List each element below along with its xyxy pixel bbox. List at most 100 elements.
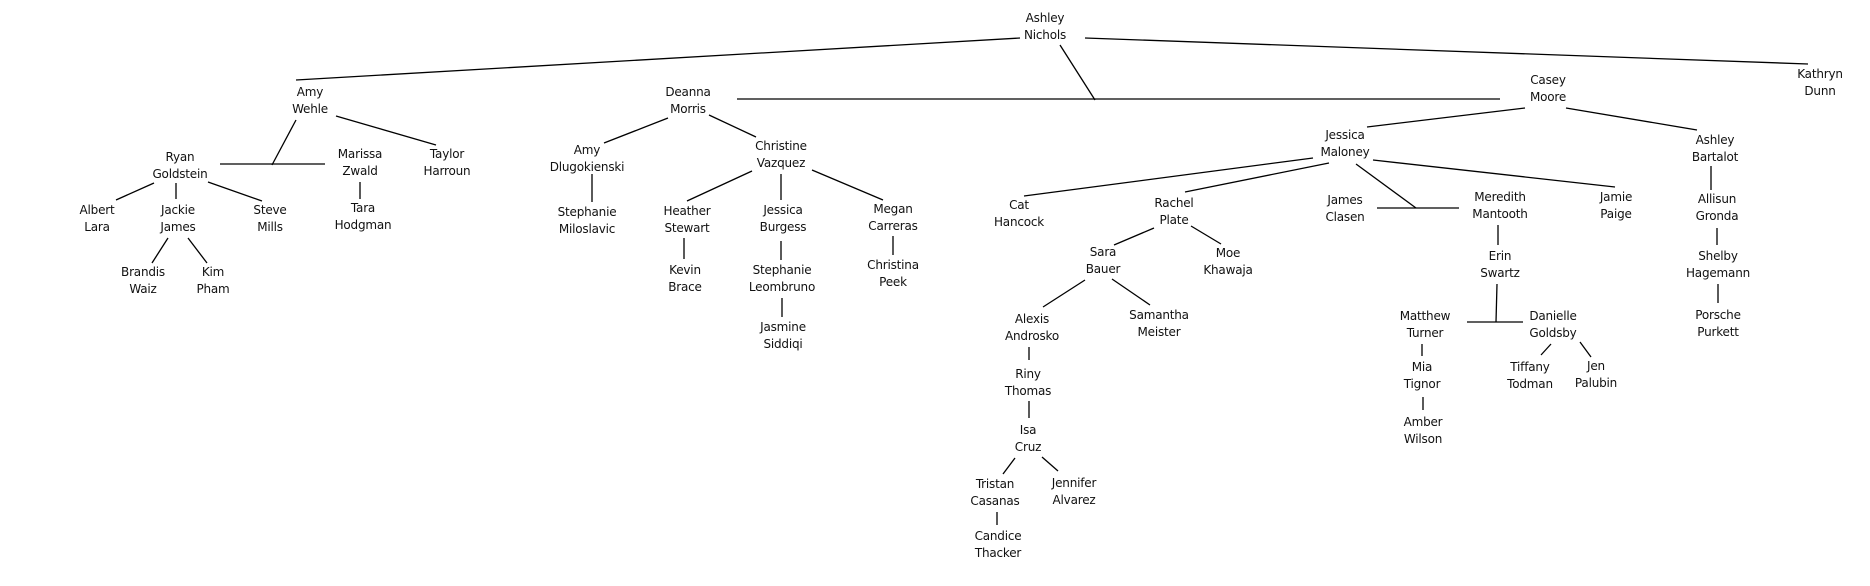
edge-nichols-dunn bbox=[1084, 37, 1809, 65]
last-name: Carreras bbox=[868, 218, 918, 233]
last-name: Goldsby bbox=[1529, 325, 1577, 340]
last-name: Dunn bbox=[1804, 83, 1836, 98]
last-name: Goldstein bbox=[152, 166, 208, 181]
edge-goldstein-lara bbox=[115, 182, 155, 201]
first-name: James bbox=[1327, 193, 1363, 207]
edge-bauer-meister bbox=[1111, 278, 1151, 306]
first-name: Megan bbox=[873, 202, 913, 216]
last-name: Miloslavic bbox=[558, 221, 616, 236]
last-name: Thacker bbox=[974, 545, 1022, 560]
last-name: Dlugokienski bbox=[549, 159, 625, 174]
last-name: Nichols bbox=[1023, 27, 1067, 42]
last-name: Peek bbox=[879, 274, 907, 289]
last-name: Stewart bbox=[664, 220, 710, 235]
last-name: Lara bbox=[84, 219, 110, 234]
first-name: Mia bbox=[1411, 360, 1433, 374]
first-name: Isa bbox=[1019, 423, 1037, 437]
first-name: Jessica bbox=[763, 203, 803, 217]
last-name: Burgess bbox=[759, 219, 807, 234]
edge-bauer-androsko bbox=[1042, 279, 1086, 308]
first-name: Marissa bbox=[337, 147, 383, 161]
last-name: Clasen bbox=[1325, 209, 1365, 224]
edge-wehle-couple bbox=[271, 119, 297, 166]
edge-swartz-couple bbox=[1495, 283, 1498, 323]
last-name: Purkett bbox=[1697, 324, 1739, 339]
last-name: James bbox=[160, 219, 196, 234]
first-name: Kim bbox=[201, 265, 225, 279]
first-name: Alexis bbox=[1014, 312, 1050, 326]
first-name: Matthew bbox=[1399, 309, 1451, 323]
first-name: Albert bbox=[79, 203, 115, 217]
last-name: Paige bbox=[1600, 206, 1632, 221]
last-name: Cruz bbox=[1014, 439, 1042, 454]
last-name: Maloney bbox=[1320, 144, 1370, 159]
last-name: Palubin bbox=[1574, 375, 1618, 390]
first-name: Cat bbox=[1009, 198, 1029, 212]
first-name: Samantha bbox=[1129, 308, 1189, 322]
edge-cruz-alvarez bbox=[1041, 456, 1059, 472]
last-name: Hagemann bbox=[1685, 265, 1751, 280]
first-name: Moe bbox=[1215, 246, 1241, 260]
first-name: Amy bbox=[296, 85, 324, 99]
first-name: Amber bbox=[1403, 415, 1443, 429]
last-name: Thomas bbox=[1004, 383, 1052, 398]
last-name: Gronda bbox=[1695, 208, 1739, 223]
edge-james-pham bbox=[187, 237, 208, 264]
first-name: Danielle bbox=[1529, 309, 1577, 323]
first-name: Ashley bbox=[1025, 11, 1065, 25]
last-name: Hancock bbox=[993, 214, 1045, 229]
first-name: Jennifer bbox=[1051, 476, 1097, 490]
first-name: Christine bbox=[755, 139, 807, 153]
first-name: Riny bbox=[1015, 367, 1041, 381]
last-name: Wilson bbox=[1403, 431, 1443, 446]
last-name: Bauer bbox=[1085, 261, 1121, 276]
first-name: Kathryn bbox=[1797, 67, 1843, 81]
first-name: Jen bbox=[1587, 359, 1605, 373]
edge-nichols-couple bbox=[1059, 44, 1096, 101]
last-name: Hodgman bbox=[334, 217, 392, 232]
edge-goldstein-mills bbox=[207, 181, 263, 202]
edge-vazquez-stewart bbox=[686, 170, 753, 202]
edge-goldsby-todman bbox=[1540, 343, 1552, 356]
first-name: Jackie bbox=[161, 203, 195, 217]
first-name: Taylor bbox=[429, 147, 465, 161]
edge-moore-bartalot bbox=[1565, 107, 1698, 131]
last-name: Waiz bbox=[129, 281, 157, 296]
first-name: Heather bbox=[663, 204, 711, 218]
edge-morris-vazquez bbox=[708, 114, 757, 138]
last-name: Casanas bbox=[970, 493, 1020, 508]
last-name: Pham bbox=[196, 281, 230, 296]
first-name: Tiffany bbox=[1510, 360, 1550, 374]
first-name: Porsche bbox=[1695, 308, 1741, 322]
last-name: Swartz bbox=[1480, 265, 1520, 280]
